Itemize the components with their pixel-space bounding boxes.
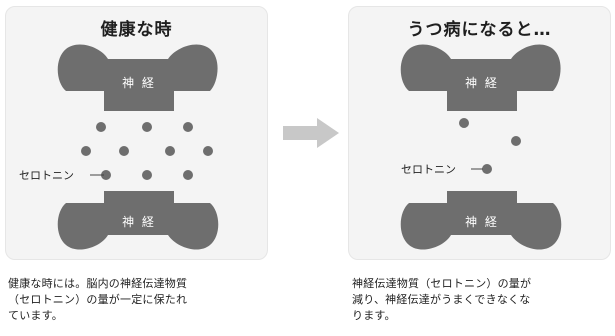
caption-line: 健康な時には。脳内の神経伝達物質 <box>8 277 188 290</box>
right-arrow-icon <box>283 118 339 148</box>
caption-line: 神経伝達物質（セロトニン）の量が <box>352 277 532 290</box>
serotonin-dot <box>183 170 193 180</box>
depression-diagram: 神 経 セロトニン 神 経 <box>400 44 562 250</box>
top-neuron: 神 経 <box>400 44 561 111</box>
serotonin-label: セロトニン <box>19 169 74 182</box>
top-neuron-label: 神 経 <box>465 76 499 90</box>
serotonin-dot <box>101 170 111 180</box>
serotonin-dot <box>459 118 469 128</box>
healthy-panel: 健康な時 神 経 セロトニン 神 経 <box>5 6 268 260</box>
depression-caption: 神経伝達物質（セロトニン）の量が 減り、神経伝達がうまくできなくな ります。 <box>352 276 610 324</box>
top-neuron-label: 神 経 <box>122 76 156 90</box>
serotonin-dot <box>96 122 106 132</box>
caption-line: ります。 <box>352 309 396 322</box>
bottom-neuron-label: 神 経 <box>465 215 499 229</box>
healthy-diagram: 神 経 セロトニン 神 経 <box>19 44 219 250</box>
depression-title: うつ病になると… <box>407 20 552 40</box>
serotonin-dot <box>165 146 175 156</box>
serotonin-dot <box>482 164 492 174</box>
depression-panel: うつ病になると… 神 経 セロトニン 神 経 <box>348 6 611 260</box>
caption-line: ています。 <box>8 309 63 322</box>
serotonin-dot <box>142 122 152 132</box>
serotonin-label: セロトニン <box>401 163 456 176</box>
serotonin-dot <box>142 170 152 180</box>
serotonin-dots <box>459 118 521 174</box>
bottom-neuron: 神 経 <box>400 191 562 250</box>
healthy-caption: 健康な時には。脳内の神経伝達物質 （セロトニン）の量が一定に保たれ ています。 <box>8 276 270 324</box>
caption-line: 減り、神経伝達がうまくできなくな <box>352 293 531 306</box>
serotonin-dots <box>81 122 213 180</box>
serotonin-dot <box>119 146 129 156</box>
caption-line: （セロトニン）の量が一定に保たれ <box>8 293 188 306</box>
serotonin-dot <box>81 146 91 156</box>
bottom-neuron: 神 経 <box>57 191 219 250</box>
serotonin-dot <box>203 146 213 156</box>
top-neuron: 神 経 <box>57 44 218 111</box>
serotonin-dot <box>511 136 521 146</box>
serotonin-dot <box>183 122 193 132</box>
bottom-neuron-label: 神 経 <box>122 215 156 229</box>
healthy-title: 健康な時 <box>100 20 173 40</box>
